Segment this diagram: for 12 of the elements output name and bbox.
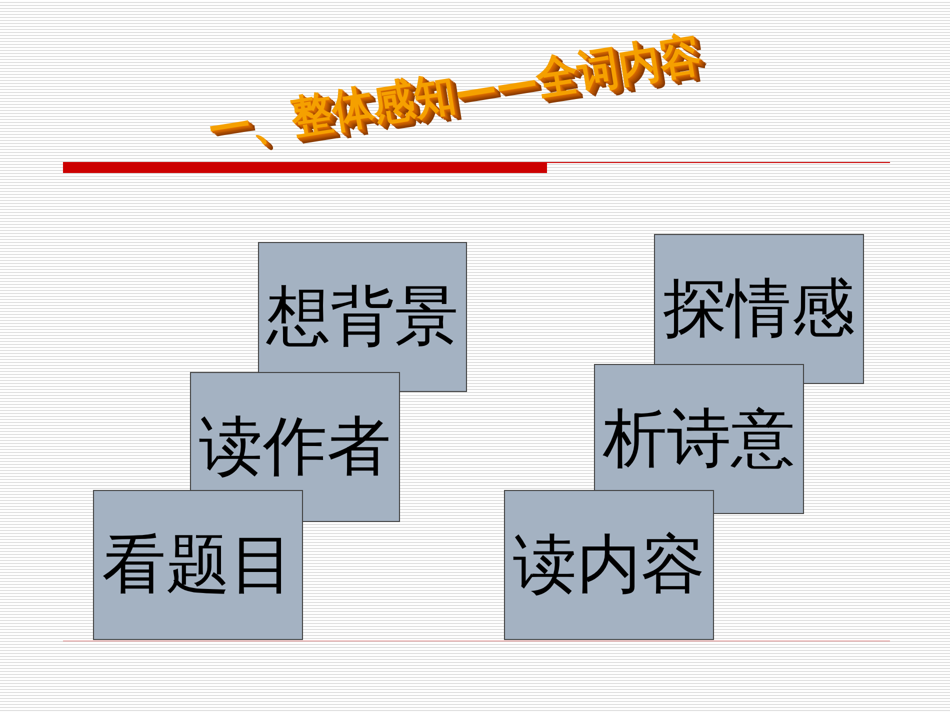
- step-label: 想背景: [266, 282, 458, 352]
- step-label: 看题目: [102, 530, 294, 600]
- step-box: [258, 242, 467, 392]
- step-label: 读作者: [199, 412, 391, 482]
- step-label: 探情感: [663, 274, 855, 344]
- step-box: [504, 490, 714, 640]
- step-box: [594, 364, 804, 514]
- title: 一、整体感知——全词内容: [206, 28, 704, 156]
- step-label: 析诗意: [603, 404, 795, 474]
- step-label: 读内容: [513, 530, 705, 600]
- step-box: [93, 490, 303, 640]
- step-box: [654, 234, 864, 384]
